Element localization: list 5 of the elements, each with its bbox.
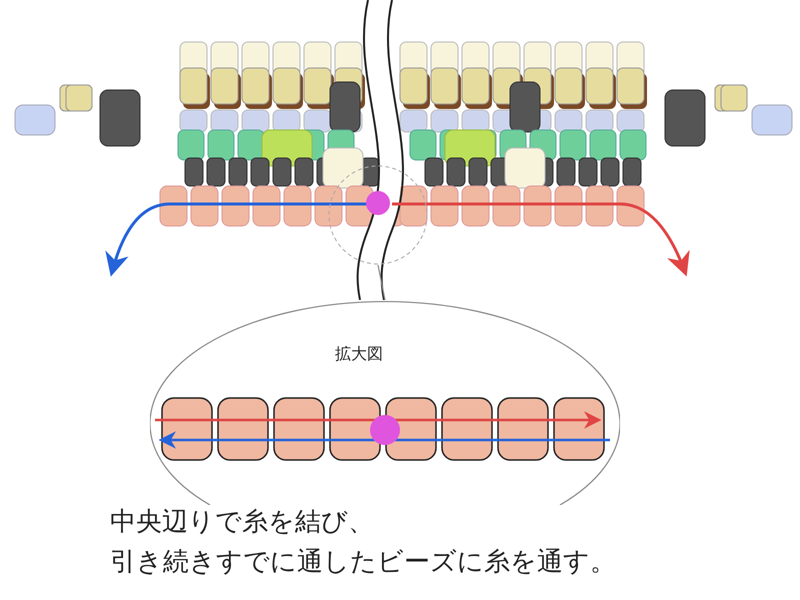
leader-line [377,264,386,300]
dashed-circle [328,165,428,265]
view-title: 拡大図 [335,343,383,365]
instruction-text: 引き続きすでに通したビーズに糸を通す。 [110,546,616,579]
instruction-text: 中央辺りで糸を結び、 [110,506,375,539]
